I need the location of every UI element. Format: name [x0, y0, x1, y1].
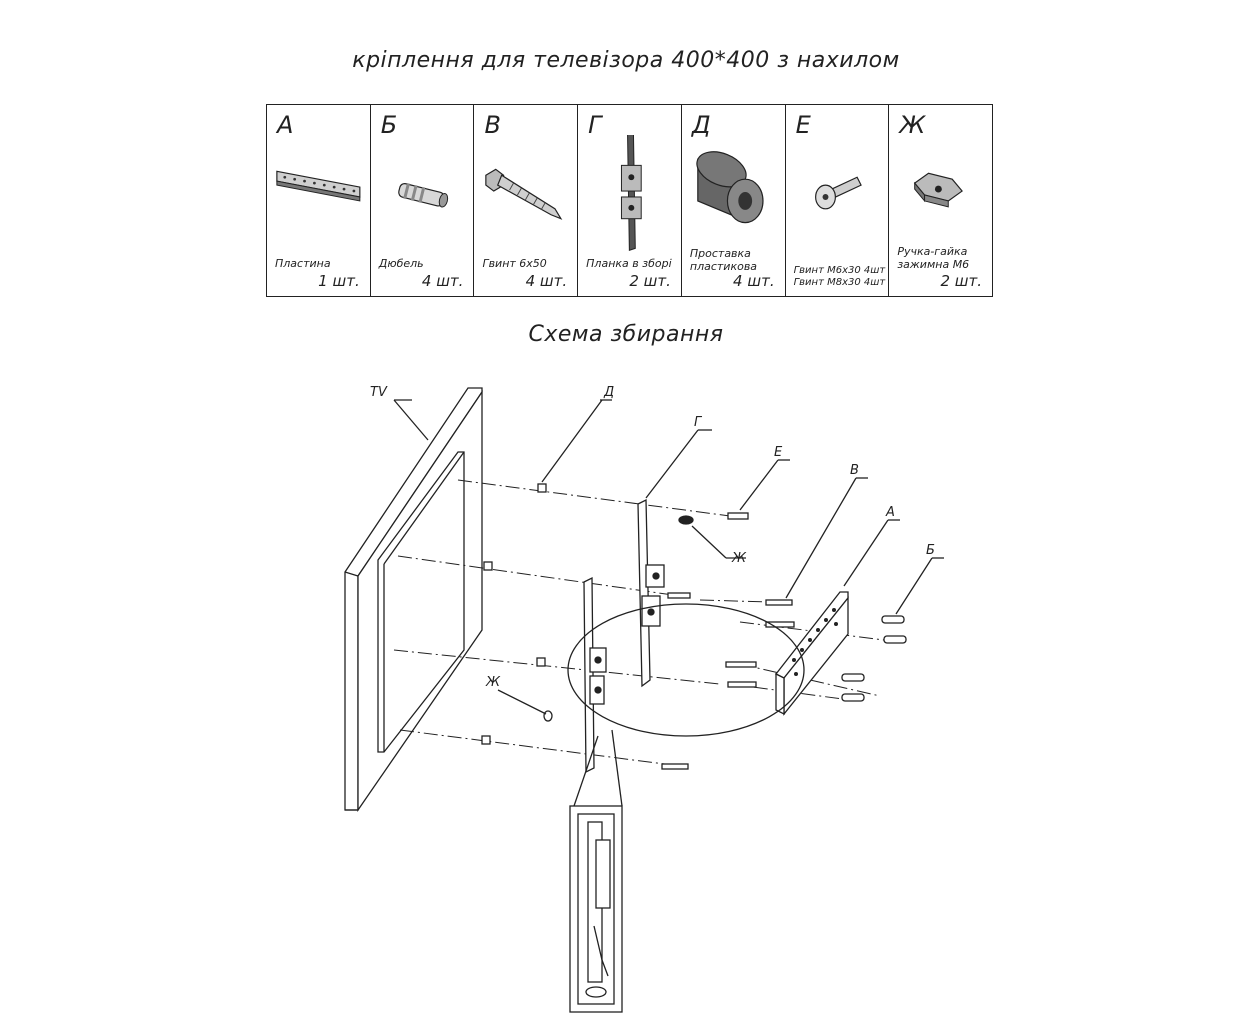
- bolt-icon: [814, 176, 862, 210]
- part-name: Гвинт М6х30 4шт Гвинт М8х30 4шт: [793, 265, 886, 288]
- part-qty: 4 шт.: [525, 272, 568, 290]
- part-letter: Д: [691, 111, 711, 139]
- part-cell-bracket: Г Планка в зборі 2 шт.: [578, 105, 682, 296]
- part-letter: Б: [380, 111, 398, 139]
- wall-plate: [774, 591, 849, 716]
- assembly-title: Схема збирання: [528, 322, 724, 347]
- part-cell-knob-nut: Ж Ручка-гайка зажимна М6 2 шт.: [889, 105, 992, 296]
- parts-table: А Пластина 1 шт. Б Дюбель 4 шт.: [266, 104, 993, 297]
- screw-mark: [727, 681, 757, 688]
- part-qty: 2 шт.: [940, 272, 983, 290]
- dowel-mark: [881, 615, 905, 624]
- part-cell-dowel: Б Дюбель 4 шт.: [371, 105, 475, 296]
- part-qty: 2 шт.: [629, 272, 671, 290]
- part-cell-screw: В Гвинт 6х50 4 шт.: [474, 105, 579, 296]
- page-title: кріплення для телевізора 400*400 з нахил…: [352, 48, 900, 73]
- bracket-right: [637, 498, 665, 688]
- part-name: Ручка-гайка зажимна М6: [897, 245, 970, 271]
- part-cell-bolt: Е Гвинт М6х30 4шт Гвинт М8х30 4шт: [786, 105, 890, 296]
- label-dowel: Б: [926, 543, 935, 558]
- part-name: Пластина: [275, 257, 331, 270]
- part-name: Проставка пластикова: [689, 247, 758, 273]
- bolt-mark: [727, 512, 749, 520]
- tv-panel: [344, 387, 483, 813]
- screw-mark: [661, 763, 689, 770]
- part-cell-plate: А Пластина 1 шт.: [267, 105, 371, 296]
- part-name: Планка в зборі: [586, 257, 672, 270]
- screw-mark: [667, 592, 691, 599]
- label-screw: В: [850, 463, 859, 478]
- label-knob-nut-top: Ж: [731, 551, 747, 566]
- spacer-mark: [537, 483, 547, 493]
- bracket-icon: [621, 135, 642, 251]
- part-qty: 1 шт.: [318, 272, 360, 290]
- dowel-mark: [841, 693, 865, 702]
- part-cell-spacer: Д Проставка пластикова 4 шт.: [682, 105, 786, 296]
- knob-nut-icon: [914, 172, 964, 208]
- dowel-mark: [841, 673, 865, 682]
- label-knob-nut-left: Ж: [485, 675, 501, 690]
- part-qty: 4 шт.: [733, 272, 775, 290]
- label-plate: А: [885, 505, 895, 520]
- bracket-left: [583, 576, 607, 774]
- part-qty: 4 шт.: [421, 272, 464, 290]
- part-letter: В: [484, 111, 501, 139]
- dowel-icon: [397, 183, 448, 208]
- part-letter: Ж: [899, 111, 926, 139]
- knob-nut-mark: [543, 710, 553, 722]
- label-bracket: Г: [694, 415, 703, 430]
- plate-icon: [276, 170, 361, 202]
- part-name: Дюбель: [378, 257, 424, 270]
- knob-nut-mark: [678, 515, 694, 525]
- screw-mark: [765, 599, 793, 606]
- label-spacer: Д: [603, 385, 614, 400]
- spacer-icon: [696, 151, 764, 224]
- label-tv: TV: [370, 385, 388, 400]
- spacer-mark: [536, 657, 546, 667]
- part-letter: Е: [795, 111, 811, 139]
- part-letter: Г: [588, 111, 602, 139]
- dowel-mark: [883, 635, 907, 644]
- part-letter: А: [277, 111, 294, 139]
- spacer-mark: [483, 561, 493, 571]
- spacer-mark: [481, 735, 491, 745]
- screw-mark: [725, 661, 757, 668]
- detail-inset: [569, 805, 623, 1013]
- detail-ellipse: [567, 603, 805, 737]
- screw-mark: [765, 621, 795, 628]
- part-name: Гвинт 6х50: [482, 257, 547, 270]
- label-bolt: Е: [774, 445, 783, 460]
- assembly-diagram: TV Д Г Е В А Б Ж Ж: [344, 385, 944, 1013]
- screw-icon: [485, 168, 563, 220]
